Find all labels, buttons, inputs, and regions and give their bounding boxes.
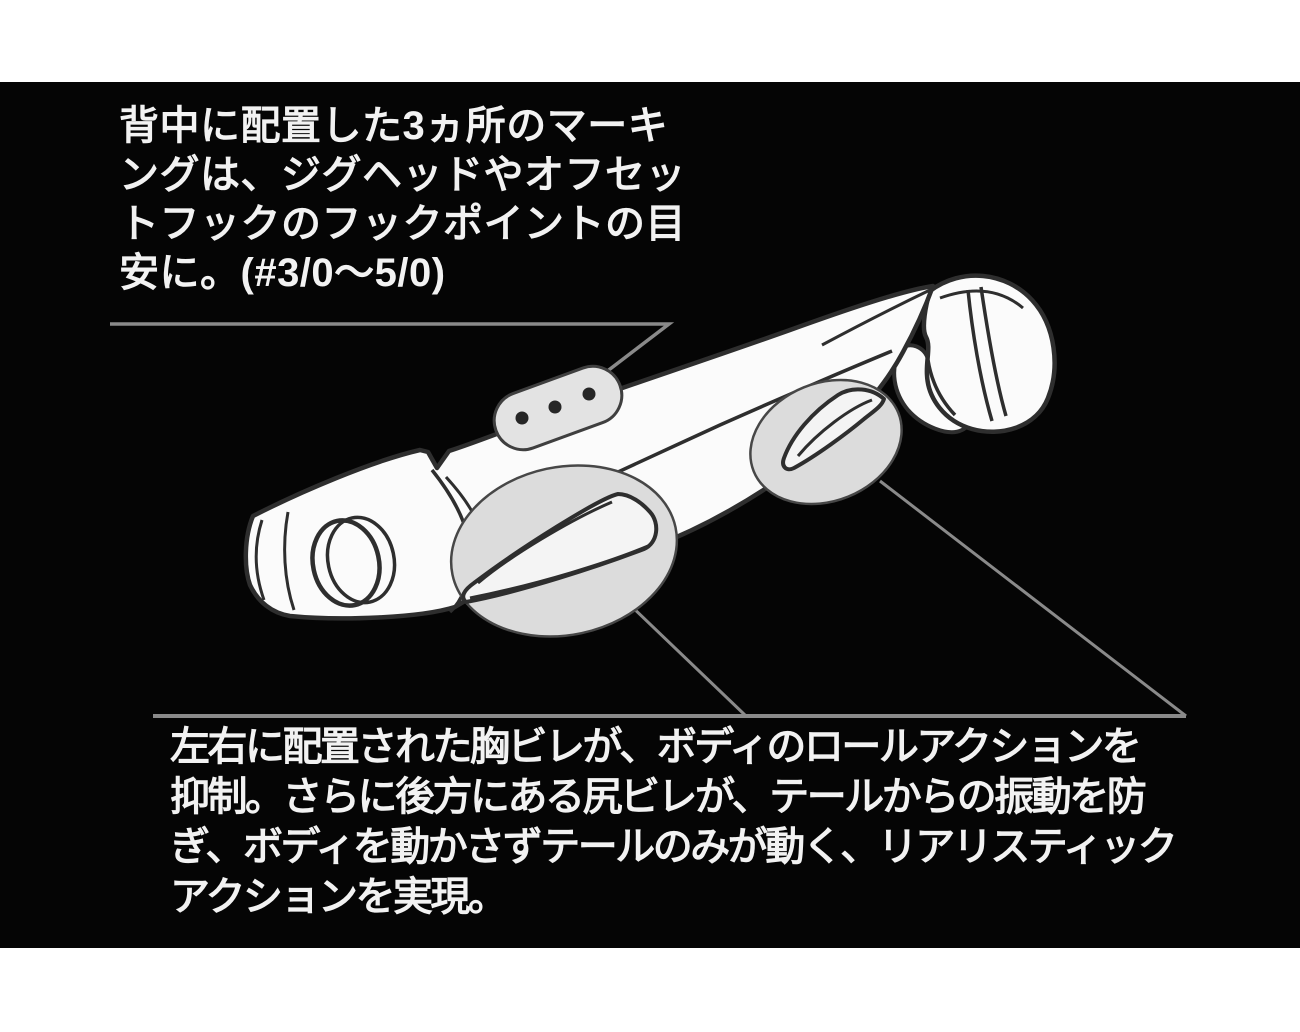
marking-patch bbox=[492, 364, 624, 452]
lure-eye bbox=[310, 515, 397, 608]
annotation-top: 背中に配置した3ヵ所のマーキ ングは、ジグヘッドやオフセッ トフックのフックポイ… bbox=[119, 102, 686, 298]
pectoral-fin bbox=[461, 492, 659, 604]
annotation-bottom-line-3: ぎ、ボディを動かさずテールのみが動く、リアリスティック bbox=[170, 825, 1178, 869]
leader-line-bottom bbox=[153, 479, 1187, 718]
marking-dot-2 bbox=[548, 400, 562, 414]
annotation-top-line-1: 背中に配置した3ヵ所のマーキ bbox=[119, 104, 669, 148]
anal-fin bbox=[781, 387, 886, 472]
leader-line-top bbox=[110, 322, 675, 381]
annotation-top-line-2: ングは、ジグヘッドやオフセッ bbox=[119, 153, 686, 197]
marking-dot-1 bbox=[515, 411, 529, 425]
pectoral-fin-area bbox=[449, 464, 679, 638]
annotation-bottom: 左右に配置された胸ビレが、ボディのロールアクションを 抑制。さらに後方にある尻ビ… bbox=[170, 722, 1178, 922]
annotation-bottom-line-1: 左右に配置された胸ビレが、ボディのロールアクションを bbox=[170, 725, 1142, 769]
annotation-top-line-3: トフックのフックポイントの目 bbox=[119, 202, 686, 246]
marking-dot-3 bbox=[582, 387, 596, 401]
anal-fin-area bbox=[749, 378, 903, 506]
annotation-bottom-line-4: アクションを実現。 bbox=[170, 875, 508, 919]
annotation-bottom-line-2: 抑制。さらに後方にある尻ビレが、テールからの振動を防 bbox=[170, 775, 1147, 819]
annotation-top-line-4: 安に。(#3/0〜5/0) bbox=[119, 251, 446, 295]
tail-paddle bbox=[921, 273, 1057, 434]
